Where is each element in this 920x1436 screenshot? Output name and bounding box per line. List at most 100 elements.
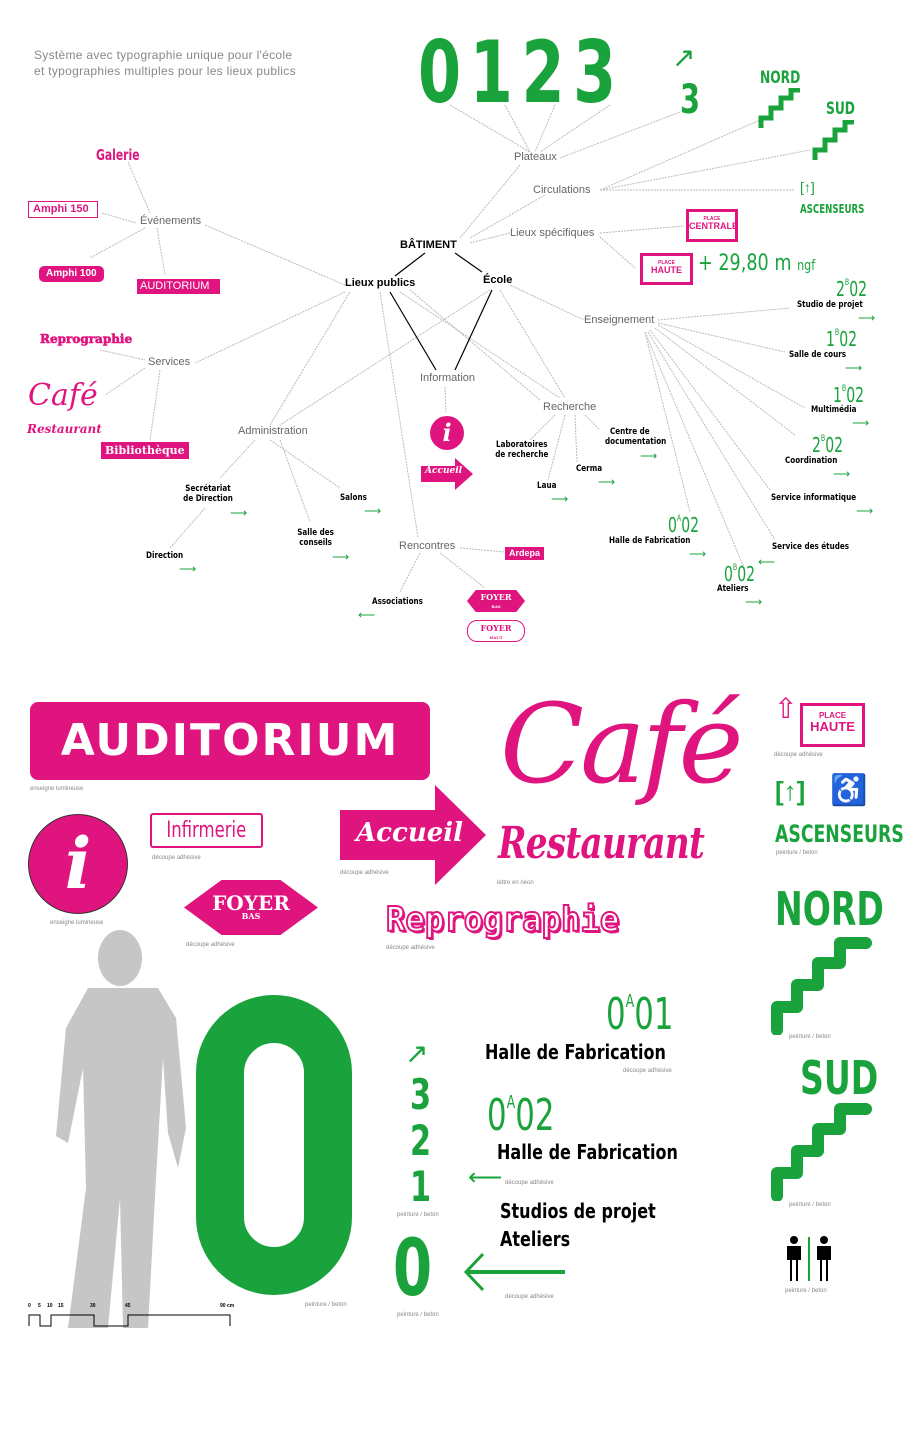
caption: découpe adhésive <box>340 870 389 876</box>
arrow-up-icon: ⇧ <box>774 693 798 724</box>
info-icon: i <box>430 416 464 450</box>
room-number: 2B02 <box>812 433 843 457</box>
room-floor: 0 <box>724 562 733 586</box>
caption: découpe adhésive <box>152 855 201 861</box>
salons-label: Salons <box>340 493 367 503</box>
human-silhouette <box>56 930 186 1328</box>
laua-label: Laua <box>537 481 557 491</box>
cafe-neon-sign: Café <box>500 680 744 808</box>
node-lieux-publics: Lieux publics <box>345 277 416 289</box>
scale-tick: 45 <box>125 1303 131 1309</box>
auditorium-sign: AUDITORIUM <box>30 702 430 780</box>
room-id: 02 <box>515 1090 555 1141</box>
caption: lettre en néon <box>497 880 534 886</box>
node-rencontres: Rencontres <box>399 540 456 552</box>
foyer-label: FOYER <box>480 592 512 602</box>
caption: peinture / beton <box>789 1034 831 1040</box>
arrow-right-icon: ⟶ <box>179 562 197 576</box>
bibliotheque-sign: Bibliothèque <box>101 442 189 459</box>
bas-label: BAS <box>241 911 261 921</box>
infirmerie-sign: Infirmerie <box>150 813 263 848</box>
room-floor: 0 <box>606 989 626 1040</box>
room-label: Ateliers <box>717 584 749 594</box>
big-zero-sign: 0 <box>196 995 352 1295</box>
arrow-right-icon: ⟶ <box>833 467 851 481</box>
scale-tick: 30 <box>90 1303 96 1309</box>
centre-doc-label: Centre de documentation <box>605 427 667 448</box>
room-wing: B <box>834 328 840 338</box>
node-plateaux: Plateaux <box>514 151 557 163</box>
accueil-arrow-sign <box>421 458 473 490</box>
arrow-up-right-icon: ↗ <box>672 42 696 73</box>
sign-place: PLACE <box>658 260 675 266</box>
room-floor: 2 <box>812 433 821 457</box>
room-floor: 0 <box>668 513 677 537</box>
arrow-right-icon: ⟶ <box>640 449 658 463</box>
caption: découpe adhésive <box>386 945 435 951</box>
caption: découpe adhésive <box>774 752 823 758</box>
arrow-left-icon: ⟵ <box>358 608 376 622</box>
cafe-small-sign: Café <box>28 378 98 413</box>
sign-place: PLACE <box>703 216 721 222</box>
floor-3: 3 <box>680 77 701 123</box>
restaurant-neon-sign: Restaurant <box>498 818 705 869</box>
caption: découpe adhésive <box>186 942 235 948</box>
arrow-left-big-icon <box>463 1252 565 1292</box>
info-sign: i <box>28 814 128 914</box>
caption: peinture / beton <box>776 850 818 856</box>
labos-label: Laboratoires de recherche <box>495 440 549 461</box>
arrow-left-icon: ⟵ <box>468 1164 503 1191</box>
foyer-label: FOYER <box>480 623 512 633</box>
scale-tick: 0 <box>28 1303 31 1309</box>
cerma-label: Cerma <box>576 464 603 474</box>
arrow-right-icon: ⟶ <box>230 506 248 520</box>
room-wing: A <box>676 514 682 524</box>
room-label: Salle de cours <box>789 350 847 360</box>
intro-line-2: et typographies multiples pour les lieux… <box>34 64 296 78</box>
foyer-label: FOYER <box>212 891 290 915</box>
room-label: Service des études <box>772 542 850 552</box>
caption: découpe adhésive <box>623 1068 672 1074</box>
arrow-right-icon: ⟶ <box>364 504 382 518</box>
room-number: 0A02 <box>668 513 699 537</box>
stairs-icon <box>758 88 800 128</box>
room-id: 01 <box>634 989 674 1040</box>
room-number: 0B02 <box>724 562 755 586</box>
ascenseurs-big-label: ASCENSEURS <box>775 820 904 848</box>
diagram-connectors <box>89 104 811 593</box>
caption: découpe adhésive <box>505 1294 554 1300</box>
arrow-right-icon: ⟶ <box>852 416 870 430</box>
floor-0: 0 <box>393 1224 433 1314</box>
room-label: Halle de Fabrication <box>485 1040 666 1064</box>
scale-tick: 10 <box>47 1303 53 1309</box>
node-enseignement: Enseignement <box>584 314 655 326</box>
infirmerie-label: Infirmerie <box>166 818 247 843</box>
nord-label: NORD <box>760 68 801 88</box>
room-id: 02 <box>849 277 868 301</box>
stairs-big-icon <box>771 937 872 1035</box>
room-label: Multimédia <box>811 405 857 415</box>
room-floor: 2 <box>836 277 845 301</box>
node-information: Information <box>420 372 476 384</box>
direction-label: Direction <box>146 551 184 561</box>
wheelchair-icon: ♿ <box>830 774 868 807</box>
floor-3: 3 <box>410 1070 432 1119</box>
node-circulations: Circulations <box>533 184 591 196</box>
room-number: 2B02 <box>836 277 868 301</box>
sud-label: SUD <box>826 99 855 119</box>
node-evenements: Événements <box>140 215 202 227</box>
room-floor: 0 <box>487 1090 507 1141</box>
sign-haute: HAUTE <box>810 719 855 734</box>
node-lieux-specifiques: Lieux spécifiques <box>510 227 595 239</box>
accueil-big-arrow-sign <box>340 785 486 885</box>
amphi100-sign: Amphi 100 <box>39 266 104 282</box>
altitude-label: + 29,80 m ngf <box>698 253 815 275</box>
room-label: Coordination <box>785 456 838 466</box>
amphi150-sign: Amphi 150 <box>28 201 98 218</box>
